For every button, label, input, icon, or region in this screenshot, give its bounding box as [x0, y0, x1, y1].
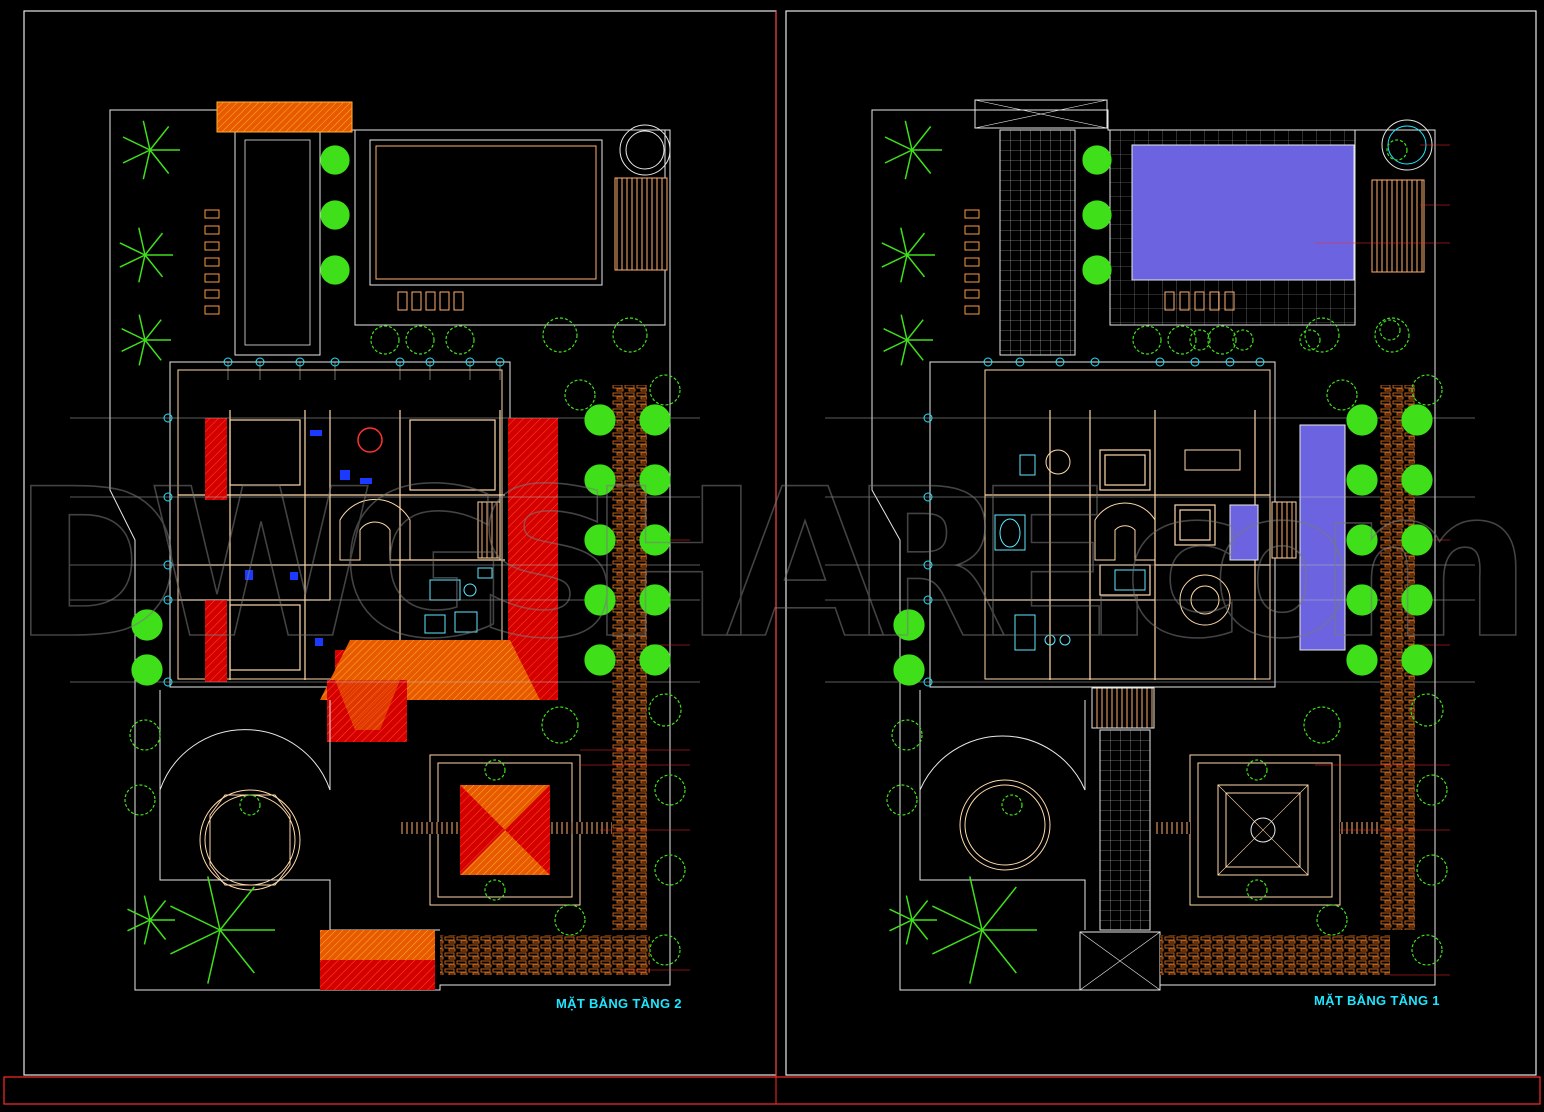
- shrub-symbol: [1411, 374, 1443, 406]
- shrub-symbol: [1401, 464, 1433, 496]
- shrub-symbol: [1416, 854, 1448, 886]
- shrub-symbol: [554, 904, 586, 936]
- shrub-symbol: [1132, 325, 1162, 355]
- shrub-symbol: [1411, 934, 1443, 966]
- shrub-symbol: [1316, 904, 1348, 936]
- tree-symbol: [119, 227, 173, 283]
- shrub-symbol: [1232, 329, 1254, 351]
- shrub-symbol: [1346, 404, 1378, 436]
- shrub-symbol: [612, 317, 648, 353]
- tree-symbol: [170, 876, 275, 984]
- shrub-symbol: [1401, 584, 1433, 616]
- floor-2-plan: [70, 101, 700, 991]
- floor-2-title: MẶT BẰNG TẦNG 2: [556, 996, 682, 1011]
- shrub-symbol: [445, 325, 475, 355]
- shrub-symbol: [1207, 325, 1237, 355]
- shrub-symbol: [1304, 317, 1340, 353]
- shrub-symbol: [239, 794, 261, 816]
- tree-symbol: [889, 895, 937, 945]
- shrub-symbol: [639, 464, 671, 496]
- shrub-symbol: [131, 654, 163, 686]
- shrub-symbol: [1401, 404, 1433, 436]
- shrub-symbol: [1303, 706, 1341, 744]
- shrub-symbol: [124, 784, 156, 816]
- shrub-symbol: [1299, 329, 1321, 351]
- shrub-symbol: [129, 719, 161, 751]
- shrub-symbol: [584, 584, 616, 616]
- shrub-symbol: [1401, 524, 1433, 556]
- shrub-symbol: [564, 379, 596, 411]
- shrub-symbol: [1410, 693, 1444, 727]
- shrub-symbol: [639, 404, 671, 436]
- shrub-symbol: [1401, 644, 1433, 676]
- shrub-symbol: [654, 854, 686, 886]
- shrub-symbol: [1346, 644, 1378, 676]
- shrub-symbol: [639, 644, 671, 676]
- shrub-symbol: [584, 464, 616, 496]
- shrub-symbol: [320, 145, 350, 175]
- watermark-text: DWGSHARE.com: [12, 446, 1532, 684]
- shrub-symbol: [584, 644, 616, 676]
- tree-symbol: [884, 120, 942, 180]
- shrub-symbol: [893, 654, 925, 686]
- shrub-symbol: [1167, 325, 1197, 355]
- tree-symbol: [932, 876, 1037, 984]
- tree-symbol: [881, 227, 935, 283]
- shrub-symbol: [1082, 145, 1112, 175]
- shrub-symbol: [893, 609, 925, 641]
- shrub-symbol: [1346, 464, 1378, 496]
- shrub-symbol: [1346, 584, 1378, 616]
- shrub-symbol: [1326, 379, 1358, 411]
- shrub-symbol: [649, 374, 681, 406]
- shrub-symbol: [484, 879, 506, 901]
- tree-symbol: [127, 895, 175, 945]
- shrub-symbol: [1246, 759, 1268, 781]
- shrub-symbol: [1386, 139, 1408, 161]
- shrub-symbol: [405, 325, 435, 355]
- shrub-symbol: [1082, 200, 1112, 230]
- shrub-symbol: [1379, 319, 1401, 341]
- vegetation-layer: [119, 120, 1448, 984]
- shrub-symbol: [886, 784, 918, 816]
- tree-symbol: [122, 120, 180, 180]
- shrub-symbol: [1082, 255, 1112, 285]
- shrub-symbol: [1001, 794, 1023, 816]
- shrub-symbol: [320, 200, 350, 230]
- shrub-symbol: [541, 706, 579, 744]
- shrub-symbol: [1189, 329, 1211, 351]
- tree-symbol: [121, 314, 171, 366]
- tree-symbol: [883, 314, 933, 366]
- shrub-symbol: [320, 255, 350, 285]
- sheet-frames: [3, 10, 1541, 1105]
- shrub-symbol: [639, 584, 671, 616]
- shrub-symbol: [1416, 774, 1448, 806]
- shrub-symbol: [1246, 879, 1268, 901]
- shrub-symbol: [648, 693, 682, 727]
- shrub-symbol: [1346, 524, 1378, 556]
- shrub-symbol: [370, 325, 400, 355]
- shrub-symbol: [649, 934, 681, 966]
- shrub-symbol: [1374, 317, 1410, 353]
- shrub-symbol: [131, 609, 163, 641]
- shrub-symbol: [891, 719, 923, 751]
- floor-1-title: MẶT BẰNG TẦNG 1: [1314, 993, 1440, 1008]
- shrub-symbol: [584, 524, 616, 556]
- shrub-symbol: [639, 524, 671, 556]
- shrub-symbol: [654, 774, 686, 806]
- shrub-symbol: [584, 404, 616, 436]
- floor-1-plan: [825, 99, 1475, 991]
- shrub-symbol: [484, 759, 506, 781]
- shrub-symbol: [542, 317, 578, 353]
